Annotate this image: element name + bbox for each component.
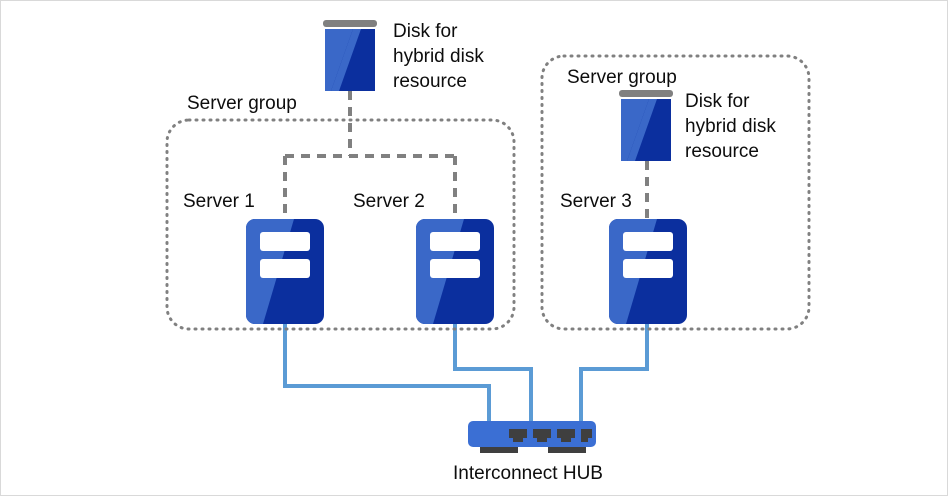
- network-link-server2-to-hub: [453, 324, 533, 421]
- hub-port-2: [533, 429, 551, 442]
- server-group-right-label: Server group: [567, 67, 677, 88]
- network-link-server3-to-hub: [579, 324, 649, 421]
- hub-port-4: [581, 429, 592, 442]
- server-icon-2: [416, 219, 494, 324]
- disk-link-left-group: [283, 91, 457, 219]
- disk-cap-right: [619, 90, 673, 97]
- disk-icon-left: [323, 20, 377, 91]
- hub-ports: [509, 429, 592, 442]
- server-1-bay-top: [260, 232, 310, 251]
- server-icon-3: [609, 219, 687, 324]
- server-2-label: Server 2: [353, 191, 425, 212]
- server-group-left-label: Server group: [187, 93, 297, 114]
- server-group-left-boundary: [165, 118, 516, 331]
- hub-icon: [468, 421, 596, 453]
- hub-foot-right: [548, 444, 586, 453]
- hub-foot-left: [480, 444, 518, 453]
- hub-port-1: [509, 429, 527, 442]
- server-3-bay-bottom: [623, 259, 673, 278]
- server-3-bay-top: [623, 232, 673, 251]
- network-link-server1-to-hub: [283, 324, 491, 421]
- disk-cap-left: [323, 20, 377, 27]
- server-1-bay-bottom: [260, 259, 310, 278]
- hub-port-3: [557, 429, 575, 442]
- disk-left-label: Disk for hybrid disk resource: [393, 21, 484, 92]
- server-icon-1: [246, 219, 324, 324]
- server-2-bay-bottom: [430, 259, 480, 278]
- disk-icon-right: [619, 90, 673, 161]
- hub-body: [468, 421, 596, 447]
- server-group-right-boundary: [540, 54, 811, 331]
- server-3-label: Server 3: [560, 191, 632, 212]
- server-1-label: Server 1: [183, 191, 255, 212]
- server-2-bay-top: [430, 232, 480, 251]
- disk-right-label: Disk for hybrid disk resource: [685, 91, 776, 162]
- network-links: [283, 324, 649, 421]
- hub-label: Interconnect HUB: [453, 463, 603, 484]
